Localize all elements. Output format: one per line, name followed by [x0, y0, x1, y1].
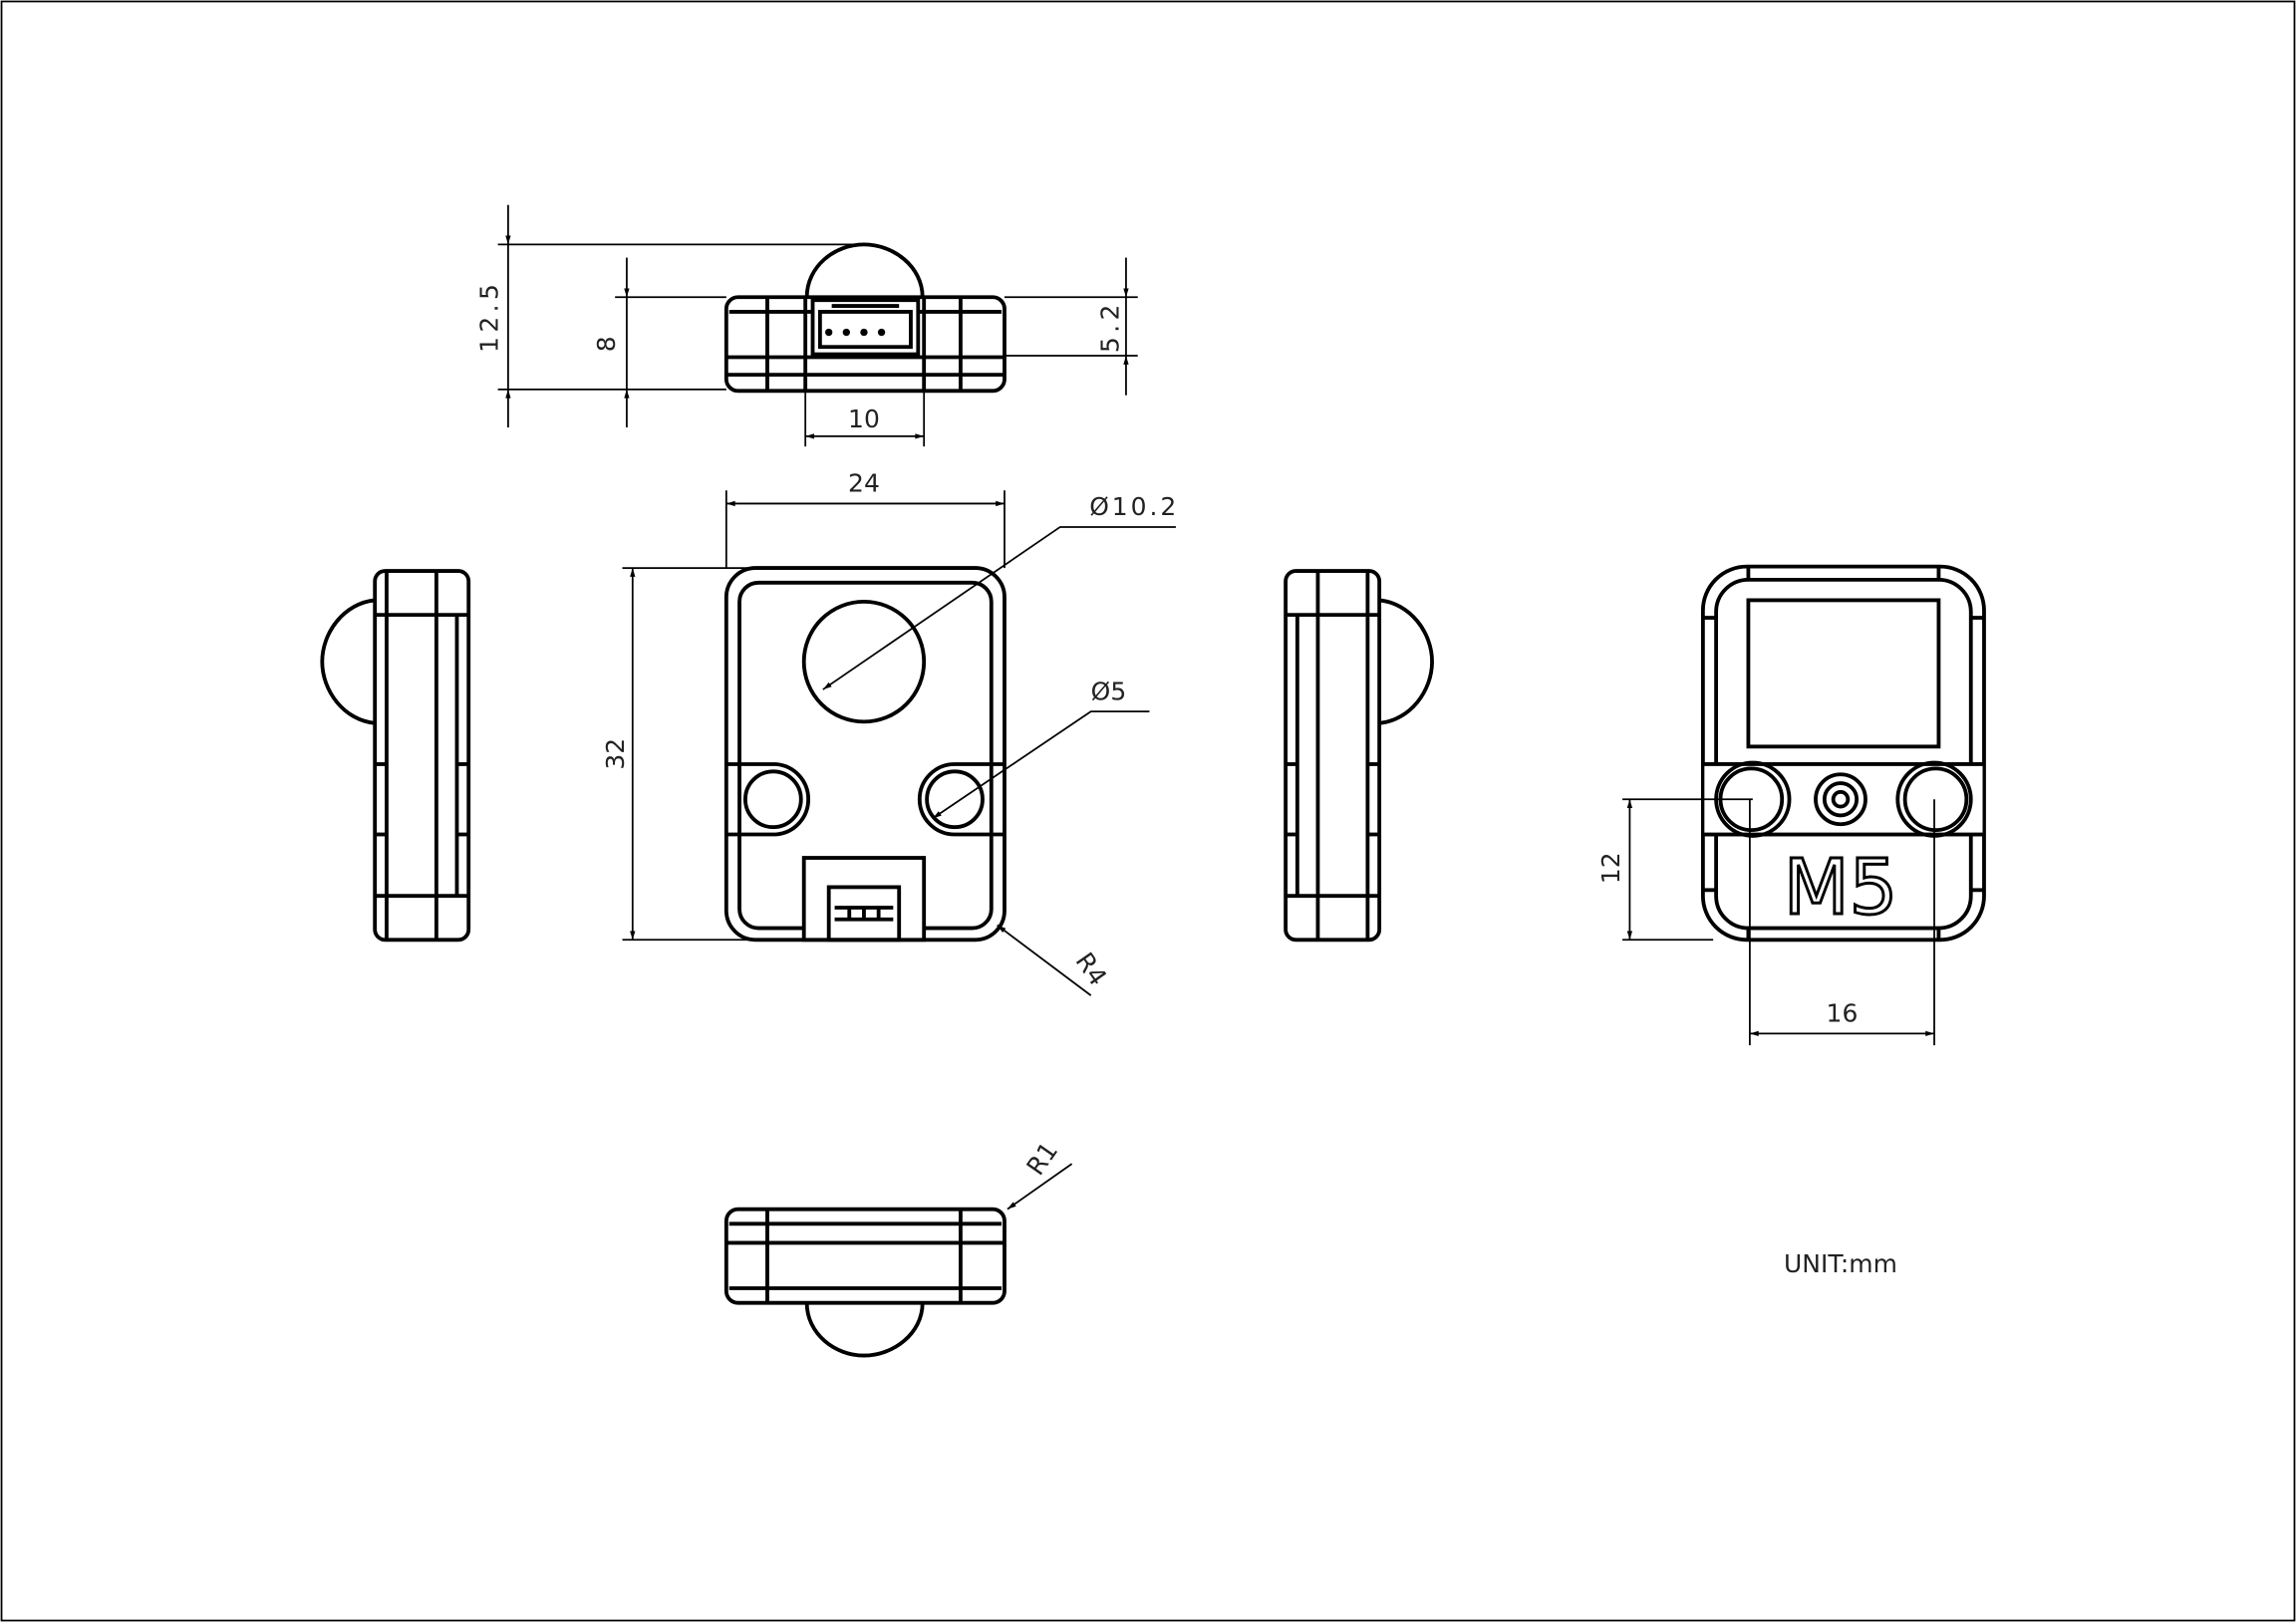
top-view: 12.5 8 5.2 10: [475, 204, 1138, 447]
back-view: M5 12 16: [1596, 564, 1986, 1046]
m5-logo: M5: [1784, 844, 1898, 933]
dim-body-height: 8: [592, 336, 621, 352]
screen: [1746, 598, 1941, 749]
dim-hole-spacing: 16: [1827, 999, 1859, 1028]
led-icon: [1814, 772, 1867, 827]
dim-lens-diameter: Ø10.2: [1089, 492, 1179, 521]
left-side-view: [320, 569, 471, 943]
dim-front-width: 24: [848, 469, 880, 498]
dim-front-height: 32: [601, 738, 630, 770]
dim-total-height: 12.5: [475, 280, 504, 353]
dim-hole-offset: 12: [1596, 852, 1625, 884]
unit-note: UNIT:mm: [1784, 1249, 1897, 1278]
dim-connector-height: 5.2: [1096, 300, 1125, 353]
bottom-view: R1: [723, 1137, 1073, 1358]
right-side-view: [1284, 569, 1434, 943]
dim-hole-diameter: Ø5: [1091, 676, 1127, 705]
front-view: 24 32 Ø10.2 Ø5 R4: [601, 469, 1179, 996]
dim-connector-width: 10: [848, 405, 880, 433]
connector-icon: [810, 298, 921, 357]
